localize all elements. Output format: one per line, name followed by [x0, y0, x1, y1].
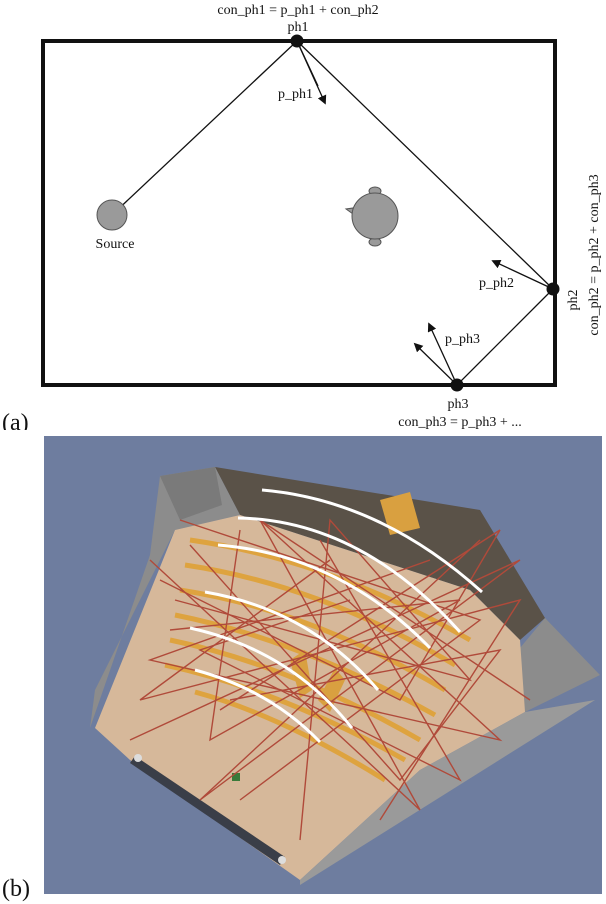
- listener-head-icon: [344, 186, 399, 247]
- source-label: Source: [96, 237, 135, 252]
- panel-a-label: (a): [2, 410, 29, 430]
- arrow-p-ph2: [491, 259, 554, 290]
- ph2-equation: con_ph2 = p_ph2 + con_ph3: [587, 174, 602, 335]
- diagram-a: Source con_ph1 = p_ph1 + con_ph2 ph1 p_p…: [2, 3, 602, 430]
- p-ph2-label: p_ph2: [479, 276, 514, 291]
- path-ph1-ph2: [296, 40, 554, 290]
- panel-b-label: (b): [2, 876, 30, 902]
- arrow-p-ph3-a: [427, 322, 458, 386]
- ph3-label: ph3: [448, 397, 469, 412]
- render-b: (b): [2, 436, 602, 902]
- ph3-equation: con_ph3 = p_ph3 + ...: [398, 415, 522, 430]
- source-sphere: [96, 199, 128, 231]
- ph1-equation: con_ph1 = p_ph1 + con_ph2: [217, 3, 378, 18]
- ph1-label: ph1: [288, 20, 309, 35]
- room-3d: [90, 467, 600, 885]
- arrow-p-ph3-b: [413, 342, 458, 386]
- p-ph1-label: p_ph1: [278, 87, 313, 102]
- arrow-p-ph1-short: [296, 40, 319, 87]
- path-ph2-ph3: [456, 288, 554, 386]
- p-ph3-label: p_ph3: [445, 332, 480, 347]
- path-source-ph1: [111, 40, 298, 216]
- ph2-label: ph2: [566, 290, 581, 311]
